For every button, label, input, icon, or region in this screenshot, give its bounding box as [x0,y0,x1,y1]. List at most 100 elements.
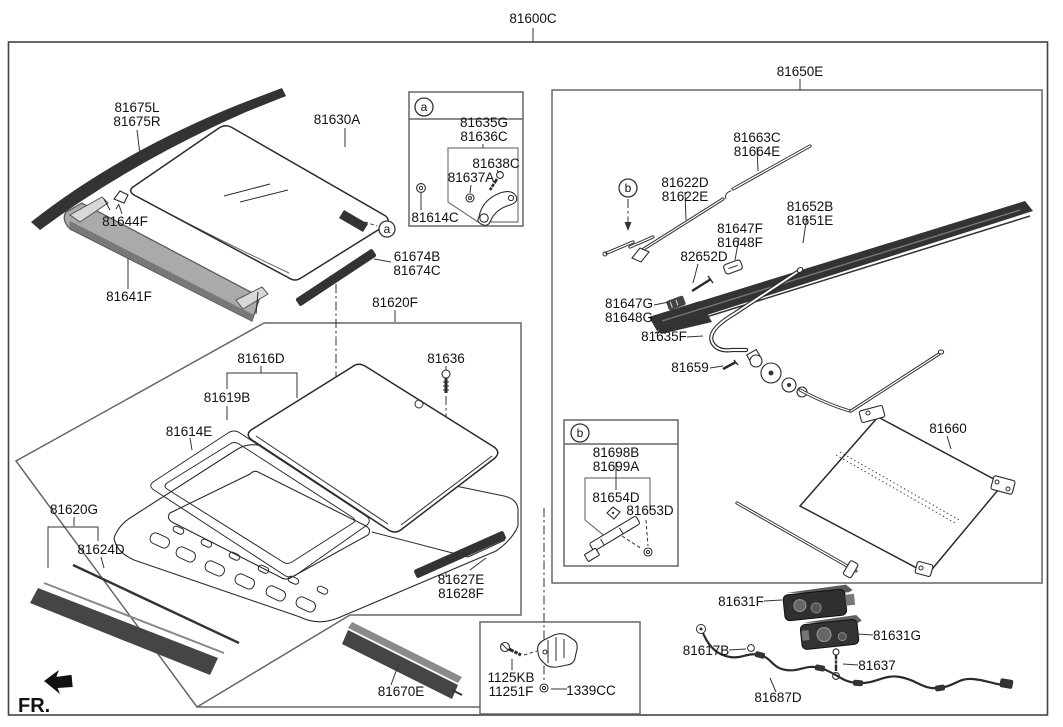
part-label-81650E: 81650E [777,64,824,79]
rear-trim-81670E [342,622,463,699]
detail-marker-a: a [378,220,396,238]
wiring-harness-81687D [696,624,1014,692]
part-label-81687D: 81687D [754,690,802,705]
detail-box-b [563,419,679,567]
roller-blind-81660 [735,404,1016,579]
frame-81635F [709,266,804,353]
wind-deflector-81641F [63,196,269,322]
part-label-FR: FR. [18,695,50,717]
detail-marker-b: b [618,178,638,198]
part-label-81636: 81636 [427,351,465,366]
deflector-clip-81644F [113,190,129,210]
part-label-81670E: 81670E [378,684,425,699]
box-a-content [416,147,519,226]
sunshade-motor-81631G [799,615,862,650]
drive-motor-assembly [745,348,945,413]
part-label-81660: 81660 [929,421,967,436]
panel-stamped-holes [149,525,329,613]
part-label-81616D: 81616D [237,351,285,366]
assembly-box-81650E [551,89,1043,584]
part-label-81654D: 81654D [592,490,640,505]
grommet-81617B [747,644,755,652]
part-label-81653D: 81653D [626,503,674,518]
detail-marker-a: a [414,97,434,117]
svg-text:b: b [577,426,584,440]
guide-pieces-b [602,235,655,257]
part-label-81624D: 81624D [77,542,125,557]
part-label-81620F: 81620F [372,295,418,310]
pin-82652D [691,275,714,293]
part-label-81638C: 81638C [472,156,520,171]
part-label-81644F: 81644F [102,214,148,229]
roof-rack-pad-61674B [295,249,377,306]
pin-81659 [722,359,739,371]
bracket-81616D-callout [226,372,298,420]
guide-rail-81622D [631,197,725,263]
bracket-part [537,633,578,668]
part-label-81630A: 81630A [314,112,361,127]
front-direction-arrow [44,670,73,695]
drip-rail-81652B [649,201,1033,334]
rail-part-81698B [584,516,641,562]
outer-border [7,41,1049,716]
part-label-82652D: 82652D [680,249,728,264]
roof-molding-81675 [31,88,286,230]
detail-box-bracket [479,621,641,715]
svg-text:b: b [625,181,632,195]
part-label-81637: 81637 [858,658,896,673]
nut-1339CC [539,683,549,693]
bolt-81638C [488,171,504,191]
trim-strip-81624D [72,563,240,645]
nut-81637A [465,193,475,203]
guide-rail-81663C [725,144,812,200]
part-label-81600C: 81600C [509,11,557,26]
arrow-head [624,222,632,231]
part-label-81620G: 81620G [50,502,98,517]
bolt-1125KB [499,641,522,657]
screw-81636 [441,369,451,393]
clip-81647F [723,259,743,275]
clip-81647G [666,295,686,311]
part-label-81614E: 81614E [166,424,213,439]
rail-strip-81627E [414,531,506,578]
seal-frame-81614E [150,430,370,578]
part-label-81635F: 81635F [641,329,687,344]
detail-markers: a a b b [378,97,638,443]
nut-81653D [643,547,653,557]
part-label-1339CC: 1339CC [566,683,616,698]
sunroof-motor-81631F [782,584,856,622]
part-label-81641F: 81641F [106,289,152,304]
leader-lines [73,28,952,693]
part-label-81614C: 81614C [411,210,459,225]
part-label-81619B: 81619B [204,390,251,405]
svg-text:a: a [421,100,428,114]
marker-a-dashed-leader [358,219,378,227]
sunroof-glass-81616D [247,363,499,533]
detail-marker-b: b [570,423,590,443]
bracket-81620G-callout [47,526,99,568]
part-label-81659: 81659 [671,360,709,375]
box-b-content [584,477,653,562]
diagram-borders [7,41,1049,716]
part-label-81617B: 81617B [683,643,730,658]
shade-strip-81620G [30,582,225,675]
part-label-81631F: 81631F [718,594,764,609]
part-label-81631G: 81631G [873,628,921,643]
part-label-81637A: 81637A [448,170,495,185]
assembly-box-81620F [14,322,522,708]
glass-corner-molding [339,210,368,232]
svg-text:a: a [384,222,391,236]
